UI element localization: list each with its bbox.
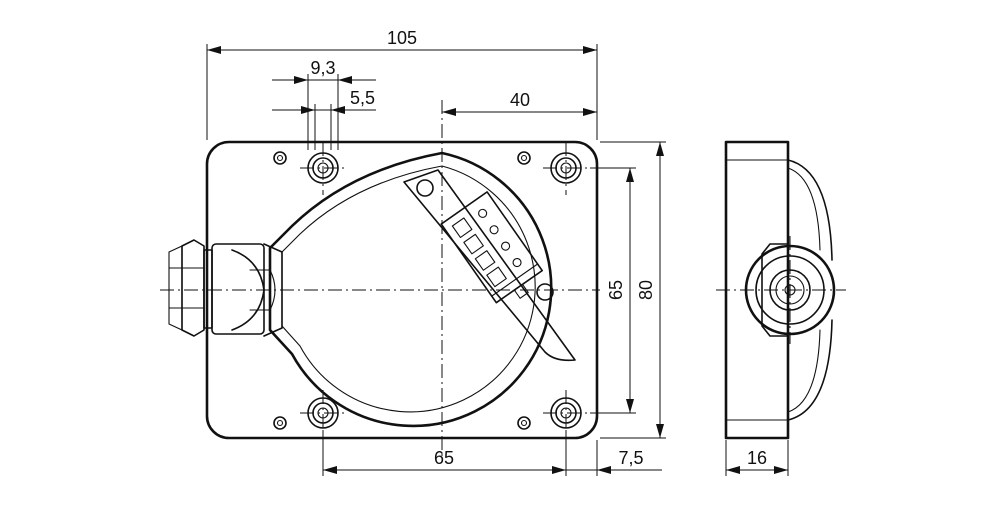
dimension-slot-offset: 5,5 (272, 88, 376, 150)
dim-label: 16 (747, 448, 767, 468)
sensor-cover (268, 151, 553, 428)
screw-small (273, 151, 531, 430)
dim-label: 65 (606, 280, 626, 300)
dim-label: 105 (387, 28, 417, 48)
dimension-overall-height: 80 (600, 141, 666, 439)
front-view (160, 100, 600, 458)
dim-label: 5,5 (350, 88, 375, 108)
cable-gland (168, 239, 283, 337)
terminal-block (440, 191, 543, 304)
dim-label: 9,3 (310, 58, 335, 78)
dimension-depth: 16 (725, 440, 789, 476)
dimension-overall-width: 105 (206, 28, 598, 140)
dimension-hole-spacing-horizontal: 65 (322, 430, 567, 476)
led-indicator (536, 283, 554, 301)
dimension-hole-to-edge: 7,5 (566, 440, 662, 476)
dim-label: 80 (636, 280, 656, 300)
side-view (716, 140, 846, 440)
dimension-center-to-edge: 40 (442, 90, 597, 116)
dim-label: 65 (434, 448, 454, 468)
dimension-hole-spacing-vertical: 65 (590, 167, 636, 414)
dim-label: 40 (510, 90, 530, 110)
terminal-window (403, 169, 576, 362)
dim-label: 7,5 (618, 448, 643, 468)
led-indicator (416, 179, 434, 197)
